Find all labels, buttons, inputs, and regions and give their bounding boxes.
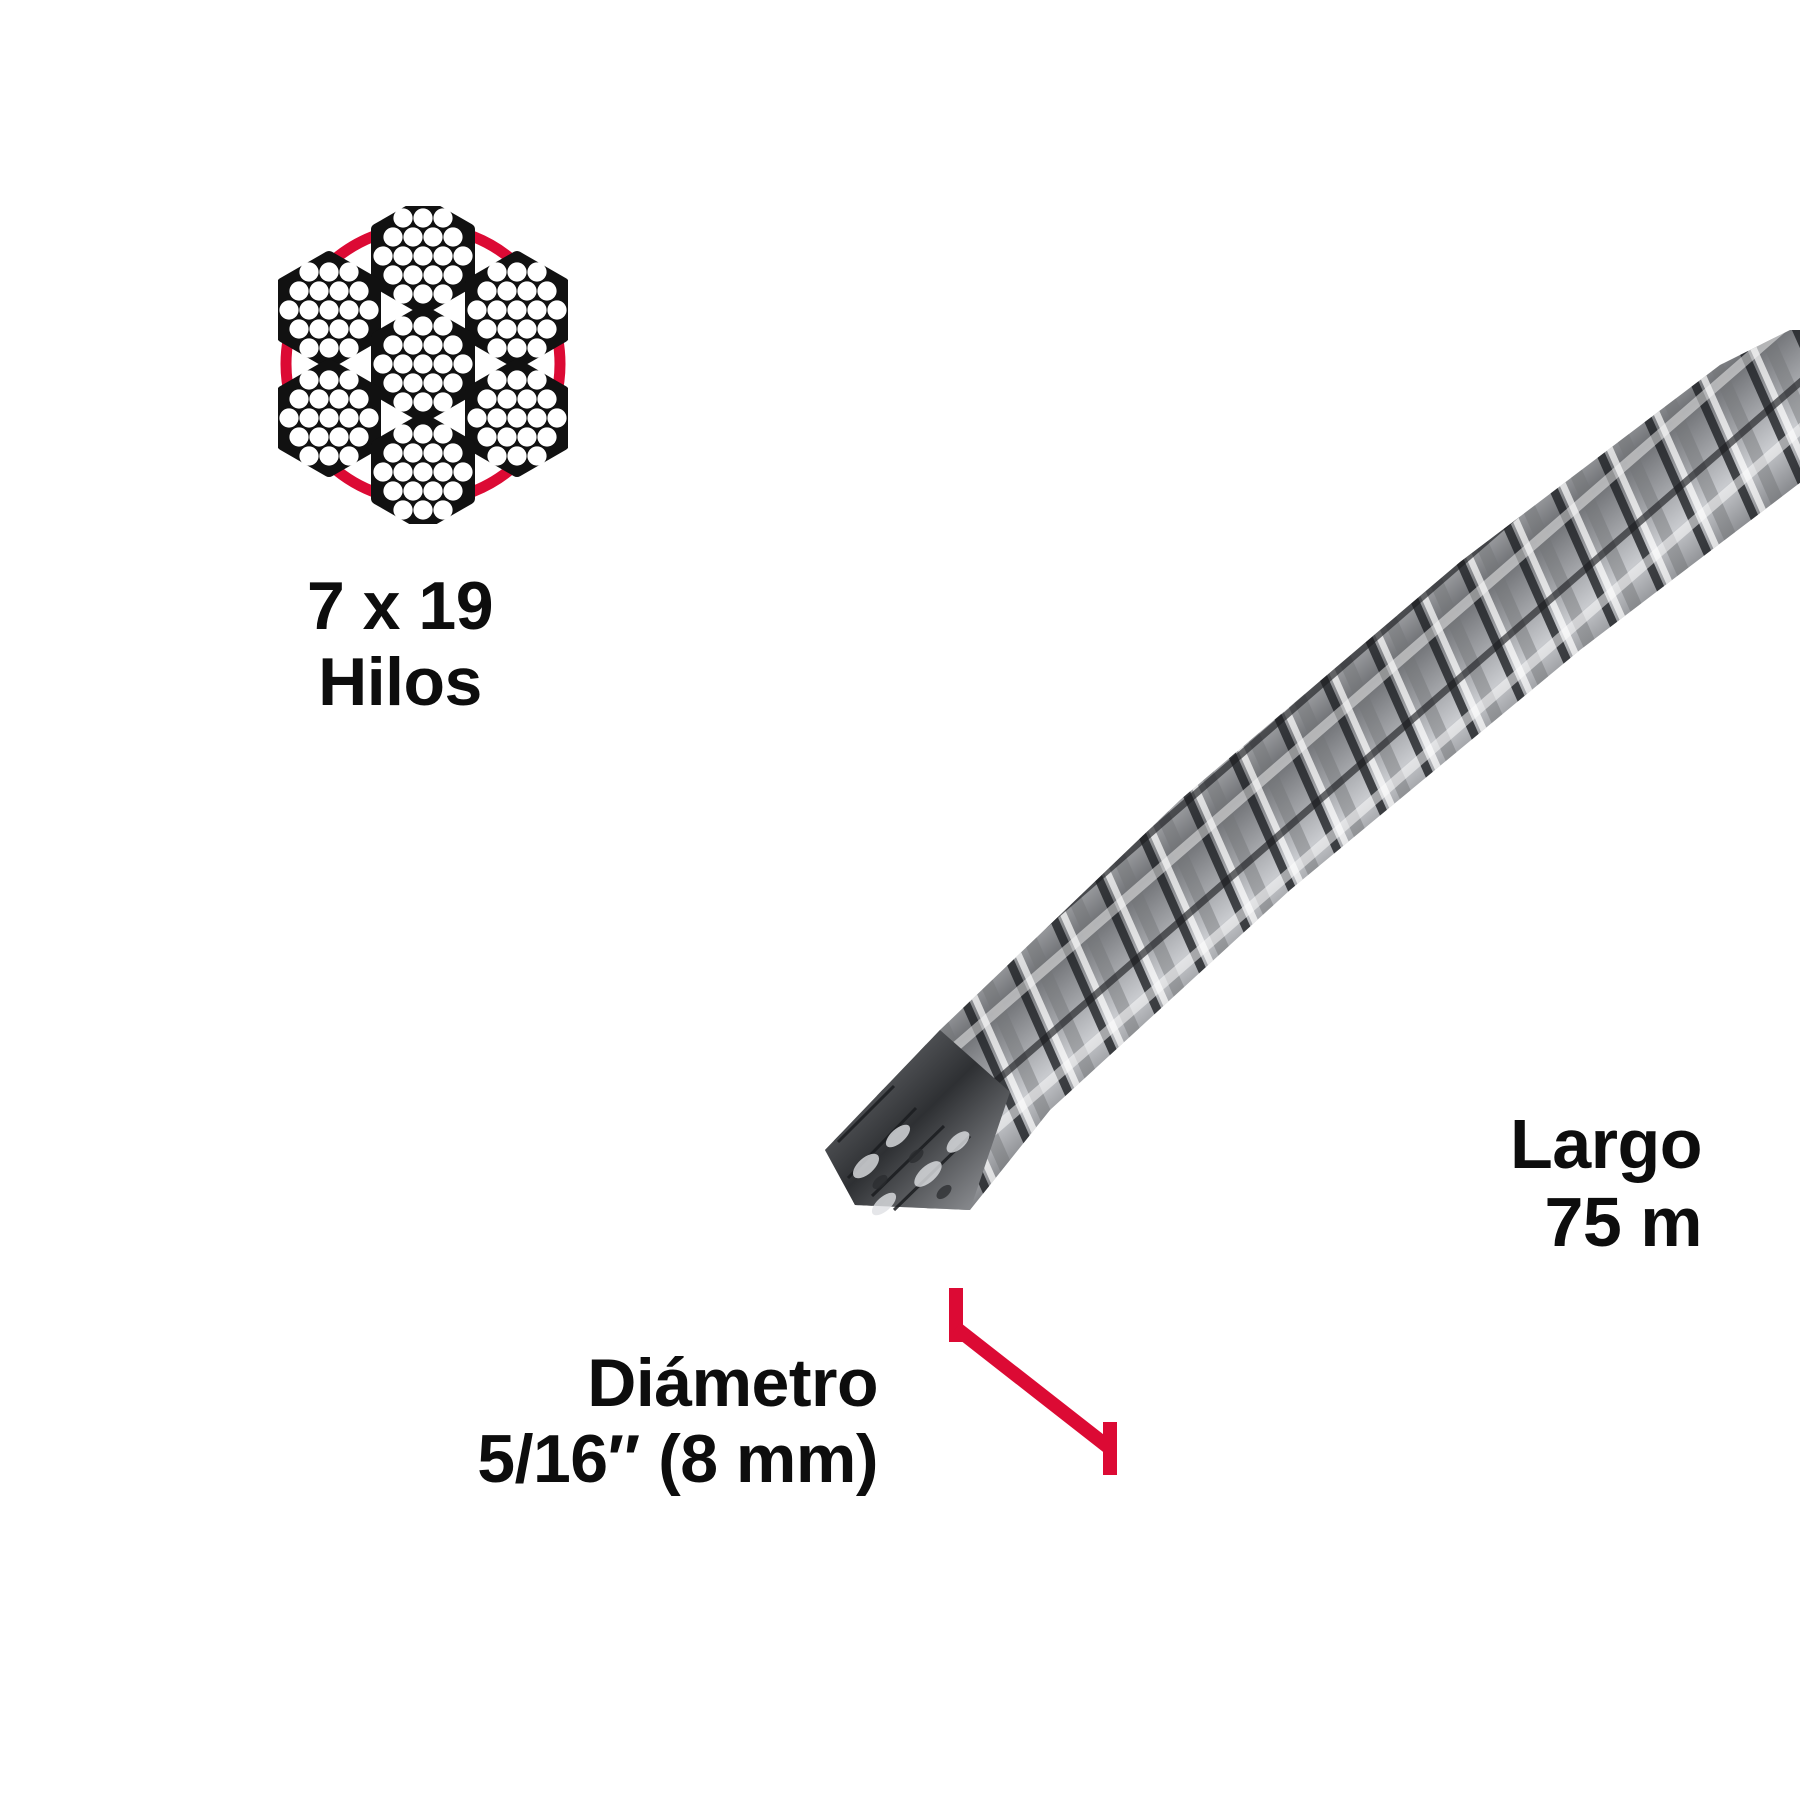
diameter-callout: Diámetro 5/16″ (8 mm) [330,1345,878,1497]
construction-line-2: Hilos [318,644,482,721]
diameter-line-1: Diámetro [587,1345,878,1421]
length-callout: Largo 75 m [1240,1105,1702,1262]
length-line-1: Largo [1510,1105,1702,1183]
strand-group [279,206,566,524]
construction-caption: 7 x 19 Hilos [190,568,610,720]
diameter-dimension-line-icon [920,1270,1150,1490]
wire-rope-cross-section-icon [278,206,568,524]
length-line-2: 75 m [1544,1183,1702,1262]
rope-cut-end [825,1030,1010,1216]
construction-line-1: 7 x 19 [306,568,494,644]
steel-wire-rope-photo [820,330,1800,1230]
diameter-line-2: 5/16″ (8 mm) [477,1421,878,1498]
